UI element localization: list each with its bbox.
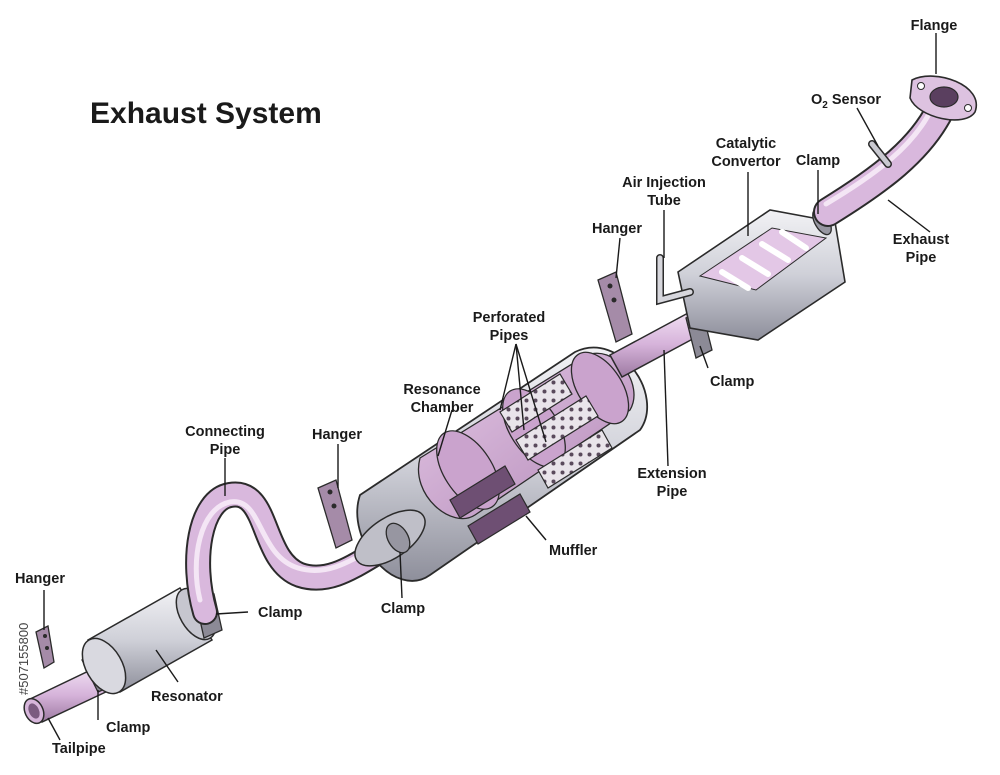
clamp-center xyxy=(385,522,411,554)
o2-sensor xyxy=(868,140,892,168)
label-clamp-top: Clamp xyxy=(795,153,841,169)
label-hanger-top: Hanger xyxy=(592,221,642,237)
label-exhaust-pipe: Exhaust Pipe xyxy=(893,231,949,267)
label-hanger-left: Hanger xyxy=(15,571,65,587)
label-clamp-right: Clamp xyxy=(710,374,755,390)
resonance-line1: Resonance xyxy=(403,382,481,398)
exhaust-pipe-line1: Exhaust xyxy=(892,232,950,248)
label-clamp-mid: Clamp xyxy=(258,605,303,621)
label-flange: Flange xyxy=(910,18,958,34)
air-injection-line1: Air Injection xyxy=(622,175,706,191)
resonance-line2: Chamber xyxy=(410,400,474,416)
label-clamp-bottom: Clamp xyxy=(106,720,151,736)
label-muffler: Muffler xyxy=(549,543,598,559)
catalytic-line1: Catalytic xyxy=(715,136,777,152)
perforated-line1: Perforated xyxy=(472,310,546,326)
connecting-line2: Pipe xyxy=(209,442,241,458)
flange xyxy=(909,75,978,121)
muffler xyxy=(354,346,649,582)
connecting-pipe xyxy=(185,481,398,625)
label-air-injection-tube: Air Injection Tube xyxy=(622,174,706,210)
leader-lines xyxy=(43,33,937,741)
stock-id: #507155800 xyxy=(16,622,31,695)
exhaust-pipe xyxy=(813,95,955,227)
label-extension-pipe: Extension Pipe xyxy=(637,465,706,501)
label-perforated-pipes: Perforated Pipes xyxy=(473,309,546,345)
hanger-left xyxy=(35,625,55,670)
label-o2-sensor: O2 Sensor xyxy=(811,91,881,115)
exhaust-pipe-line2: Pipe xyxy=(905,250,937,266)
hanger-top xyxy=(597,271,633,343)
tailpipe xyxy=(23,667,112,725)
perforated-pipes xyxy=(499,373,613,489)
air-injection-line2: Tube xyxy=(647,193,681,209)
label-resonator: Resonator xyxy=(151,689,223,705)
label-catalytic-convertor: Catalytic Convertor xyxy=(711,135,780,171)
o2-sensor-subscript: 2 xyxy=(822,99,828,111)
catalytic-convertor xyxy=(677,209,846,341)
label-hanger-mid: Hanger xyxy=(312,427,362,443)
label-connecting-pipe: Connecting Pipe xyxy=(185,423,265,459)
extension-line2: Pipe xyxy=(656,484,688,500)
perforated-line2: Pipes xyxy=(489,328,529,344)
air-injection-tube xyxy=(656,254,694,306)
o2-sensor-suffix: Sensor xyxy=(827,92,882,108)
label-clamp-center: Clamp xyxy=(380,601,426,617)
hanger-mid xyxy=(317,479,353,549)
label-resonance-chamber: Resonance Chamber xyxy=(403,381,480,417)
o2-sensor-prefix: O xyxy=(811,92,823,108)
catalytic-line2: Convertor xyxy=(711,154,781,170)
extension-line1: Extension xyxy=(637,466,707,482)
label-tailpipe: Tailpipe xyxy=(52,741,106,757)
connecting-line1: Connecting xyxy=(185,424,265,440)
diagram-title: Exhaust System xyxy=(90,97,322,130)
